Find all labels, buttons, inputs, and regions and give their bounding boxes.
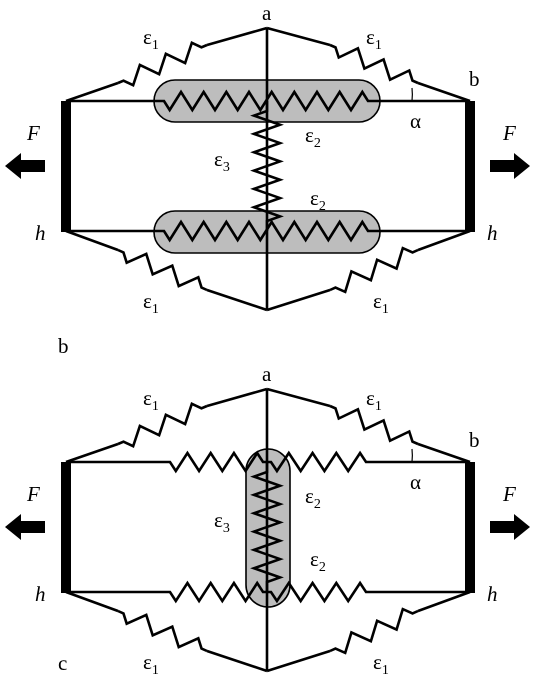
spring-label-eps1-upper-left: ε1 bbox=[143, 25, 159, 53]
lower-left-apex-link bbox=[206, 649, 268, 673]
force-label-right: F bbox=[502, 121, 516, 145]
panel-bottom: a b αF Fh h ε1 ε1 ε1 ε1 ε2 ε2 ε3 b bbox=[5, 334, 530, 678]
spring-label-eps1-lower-right: ε1 bbox=[373, 289, 389, 317]
upper-right-link bbox=[417, 81, 471, 103]
angle-label: α bbox=[410, 470, 421, 494]
hinge-label-left: h bbox=[35, 221, 46, 245]
lower-right-link bbox=[417, 590, 471, 613]
spring-label-eps2-lower: ε2 bbox=[310, 186, 326, 214]
inner-spring-upper-right bbox=[267, 450, 370, 474]
right-wall bbox=[465, 101, 475, 232]
force-label-right: F bbox=[502, 482, 516, 506]
node-label-b: b bbox=[469, 67, 480, 91]
spring-label-eps3: ε3 bbox=[214, 147, 230, 175]
outer-spring-lower-right bbox=[329, 246, 419, 294]
upper-left-link bbox=[65, 81, 119, 103]
lower-left-link bbox=[65, 229, 119, 252]
outer-spring-upper-left bbox=[117, 401, 208, 449]
force-arrow-right bbox=[490, 514, 530, 540]
lower-right-apex-link bbox=[266, 649, 331, 673]
outer-spring-lower-left bbox=[117, 248, 208, 292]
outer-spring-upper-right bbox=[329, 404, 419, 446]
outer-spring-upper-left bbox=[117, 40, 208, 88]
angle-label: α bbox=[410, 109, 421, 133]
left-wall bbox=[61, 101, 71, 232]
panel-label-c: c bbox=[58, 651, 67, 675]
outer-spring-upper-right bbox=[329, 43, 419, 85]
spring-label-eps1-upper-right: ε1 bbox=[366, 25, 382, 53]
spring-label-eps3: ε3 bbox=[214, 508, 230, 536]
upper-left-apex-link bbox=[206, 26, 268, 47]
lower-left-link bbox=[65, 590, 119, 613]
lower-left-apex-link bbox=[206, 288, 268, 312]
middle-spring bbox=[250, 101, 284, 231]
left-wall bbox=[61, 462, 71, 593]
spring-label-eps1-lower-left: ε1 bbox=[143, 289, 159, 317]
right-wall bbox=[465, 462, 475, 593]
panel-label-b: b bbox=[58, 334, 69, 358]
spring-label-eps2-upper: ε2 bbox=[305, 123, 321, 151]
spring-label-eps1-upper-right: ε1 bbox=[366, 386, 382, 414]
force-arrow-left bbox=[5, 153, 45, 179]
node-label-b: b bbox=[469, 428, 480, 452]
inner-spring-upper-left bbox=[166, 450, 267, 474]
lower-right-link bbox=[417, 229, 471, 252]
middle-spring bbox=[250, 462, 284, 592]
upper-right-apex-link bbox=[266, 26, 331, 47]
spring-label-eps2-upper: ε2 bbox=[305, 484, 321, 512]
force-label-left: F bbox=[26, 121, 40, 145]
hinge-label-left: h bbox=[35, 582, 46, 606]
force-arrow-right bbox=[490, 153, 530, 179]
force-label-left: F bbox=[26, 482, 40, 506]
spring-label-eps1-lower-right: ε1 bbox=[373, 650, 389, 678]
upper-left-link bbox=[65, 442, 119, 464]
lower-right-apex-link bbox=[266, 288, 331, 312]
inner-spring-lower-right bbox=[267, 580, 370, 604]
outer-spring-lower-right bbox=[329, 607, 419, 655]
node-label-a: a bbox=[262, 1, 272, 25]
force-arrow-left bbox=[5, 514, 45, 540]
upper-right-apex-link bbox=[266, 387, 331, 408]
hinge-label-right: h bbox=[487, 221, 498, 245]
hinge-label-right: h bbox=[487, 582, 498, 606]
upper-right-link bbox=[417, 442, 471, 464]
inner-spring-lower-left bbox=[166, 580, 267, 604]
outer-spring-lower-left bbox=[117, 609, 208, 653]
spring-label-eps2-lower: ε2 bbox=[310, 547, 326, 575]
node-label-a: a bbox=[262, 362, 272, 386]
spring-label-eps1-upper-left: ε1 bbox=[143, 386, 159, 414]
upper-left-apex-link bbox=[206, 387, 268, 408]
spring-label-eps1-lower-left: ε1 bbox=[143, 650, 159, 678]
panel-top: a b αF Fh h ε1 ε1 ε1 ε1 ε2 ε2 ε3 bbox=[5, 1, 530, 317]
